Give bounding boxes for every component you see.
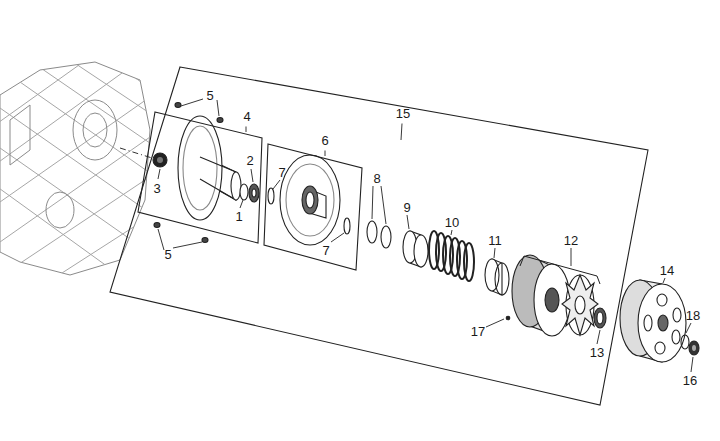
box-border — [110, 67, 648, 405]
leader-line — [325, 151, 326, 157]
callout-number: 16 — [683, 373, 697, 388]
leader-line — [401, 124, 402, 141]
parts — [153, 103, 699, 363]
box-border — [138, 112, 262, 243]
callout-number: 6 — [321, 133, 328, 148]
callout-number: 14 — [660, 263, 674, 278]
callout-number: 3 — [153, 181, 160, 196]
leader-lines — [158, 99, 693, 372]
box-border — [264, 144, 362, 270]
callout-number: 10 — [445, 215, 459, 230]
callout-number: 8 — [373, 171, 380, 186]
callout-number: 7 — [278, 165, 285, 180]
leader-line — [246, 127, 247, 133]
callout-number: 9 — [403, 200, 410, 215]
box-outline — [262, 142, 364, 272]
callout-number: 15 — [396, 106, 410, 121]
callout-number: 13 — [590, 345, 604, 360]
callout-number: 17 — [471, 324, 485, 339]
callout-number: 18 — [686, 308, 700, 323]
callout-number: 7 — [322, 243, 329, 258]
callout-number: 5 — [164, 247, 171, 262]
crankcase — [0, 40, 160, 300]
callout-number: 1 — [235, 209, 242, 224]
callout-number: 11 — [488, 233, 502, 248]
box-outline — [136, 110, 264, 245]
callout-number: 5 — [206, 88, 213, 103]
callout-number: 12 — [564, 233, 578, 248]
callout-number: 2 — [246, 153, 253, 168]
callout-number: 4 — [243, 109, 250, 124]
assembly-box: 6 — [262, 142, 364, 272]
assembly-box: 4 — [136, 110, 264, 245]
